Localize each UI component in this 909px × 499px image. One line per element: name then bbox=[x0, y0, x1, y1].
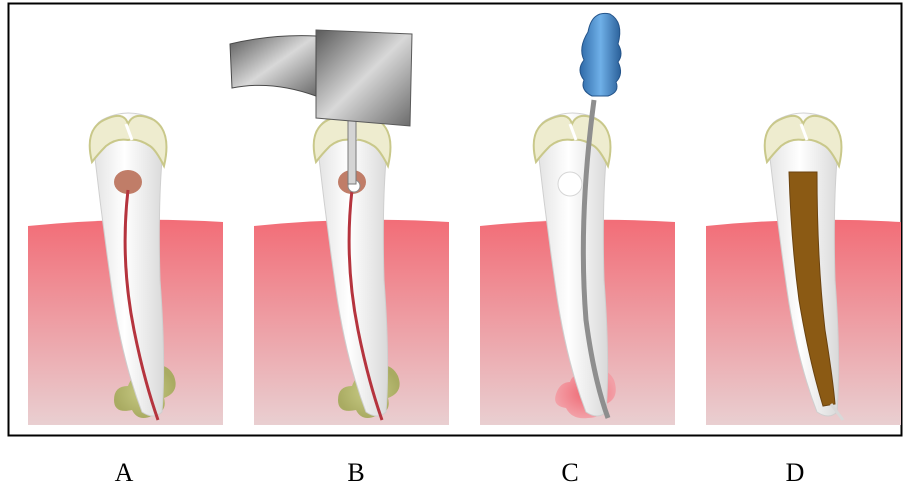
drill-bit bbox=[348, 112, 356, 184]
panels bbox=[28, 13, 901, 425]
panel-c bbox=[480, 13, 675, 425]
endodontic-file-icon bbox=[580, 13, 621, 96]
panel-d bbox=[706, 113, 901, 425]
empty-chamber bbox=[558, 172, 582, 196]
drill-handle bbox=[230, 36, 316, 96]
panel-b bbox=[230, 30, 449, 425]
label-a: A bbox=[94, 458, 154, 488]
label-c: C bbox=[540, 458, 600, 488]
panel-a bbox=[28, 113, 223, 425]
label-d: D bbox=[765, 458, 825, 488]
dental-drill-icon bbox=[316, 30, 412, 126]
label-b: B bbox=[326, 458, 386, 488]
